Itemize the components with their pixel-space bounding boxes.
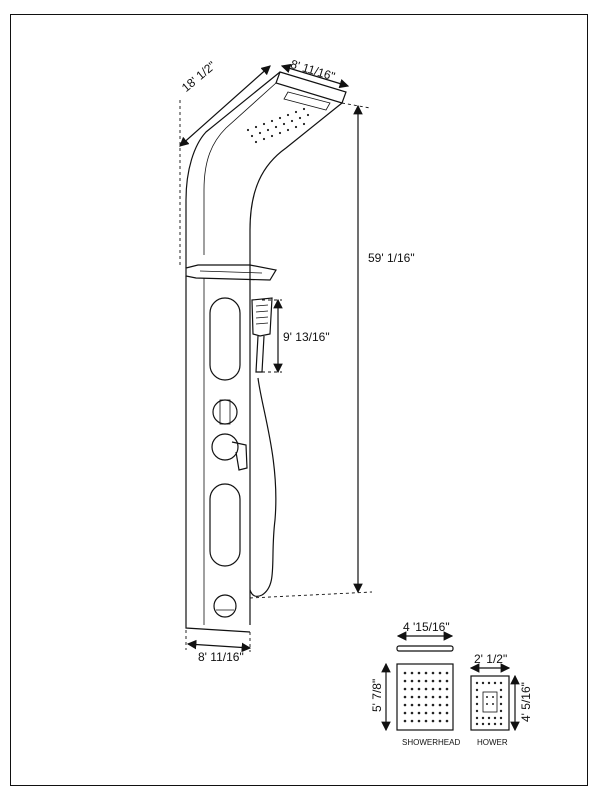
dim-handshower-label: 9' 13/16"	[283, 330, 330, 344]
dim-hower-side-label: 4' 5/16"	[519, 682, 533, 722]
dim-top-width-label: 8' 11/16"	[289, 57, 337, 84]
dim-height-label: 59' 1/16"	[368, 251, 415, 265]
dim-top-diagonal	[179, 65, 271, 147]
dim-hower-top-label: 2' 1/2"	[474, 652, 507, 666]
body-jet-upper	[209, 297, 241, 381]
rain-nozzle-field	[246, 107, 310, 144]
tub-spout	[213, 594, 237, 618]
dim-showerhead-side-label: 5' 7/8"	[370, 679, 384, 712]
hower-nozzles	[475, 681, 503, 726]
shower-panel	[185, 71, 347, 633]
mixer-lever	[211, 433, 248, 471]
body-jet-lower	[209, 483, 241, 567]
hower-detail	[469, 663, 520, 732]
dim-bottom-width	[186, 639, 252, 653]
drawing-frame	[10, 14, 588, 786]
showerhead-detail	[381, 631, 454, 732]
dimension-guides	[179, 100, 373, 652]
temperature-knob	[212, 399, 238, 425]
showerhead-nozzles	[403, 671, 449, 723]
dim-top-width	[280, 63, 350, 89]
dim-showerhead-top-label: 4 '15/16"	[403, 620, 450, 634]
showerhead-caption: SHOWERHEAD	[402, 738, 460, 747]
hand-shower	[249, 297, 277, 597]
dim-bottom-width-label: 8' 11/16"	[198, 650, 244, 664]
hower-caption: HOWER	[477, 738, 508, 747]
dim-top-diagonal-label: 18' 1/2"	[179, 58, 219, 94]
